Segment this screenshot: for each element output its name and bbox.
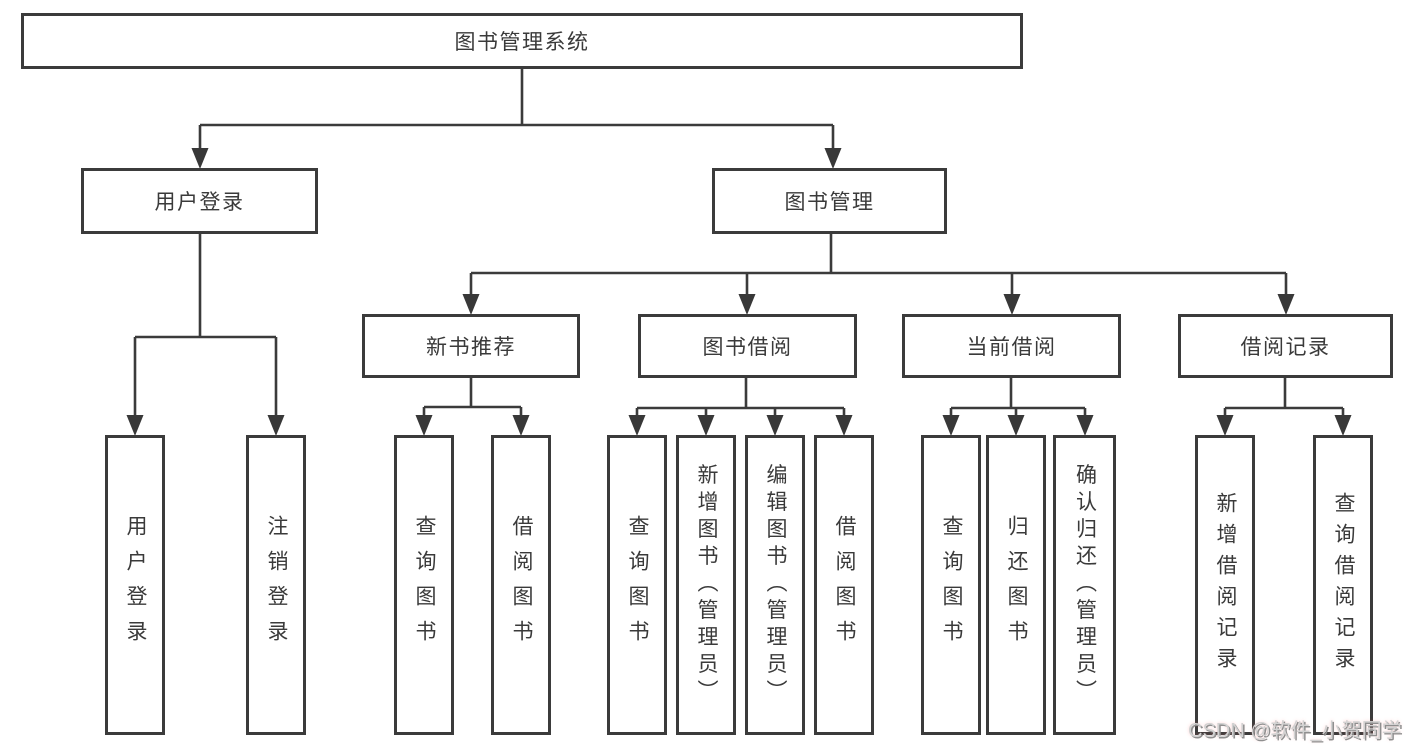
leaf-query-books-current: 查询图书 [921,435,981,735]
leaf-query-books-borrowing: 查询图书 [607,435,667,735]
node-new-book-recommend: 新书推荐 [362,314,580,378]
leaf-label: 归还图书 [1005,515,1028,655]
leaf-borrow-books-recommend: 借阅图书 [491,435,551,735]
leaf-label: 查询图书 [626,515,649,655]
leaf-user-login: 用户登录 [105,435,165,735]
leaf-label: 新增借阅记录 [1214,492,1237,678]
leaf-edit-books-admin: 编辑图书（管理员） [745,435,805,735]
leaf-query-books-recommend: 查询图书 [394,435,454,735]
leaf-label: 借阅图书 [510,515,533,655]
leaf-return-books: 归还图书 [986,435,1046,735]
node-borrow-records: 借阅记录 [1178,314,1393,378]
node-current-borrowing: 当前借阅 [902,314,1121,378]
node-user-login: 用户登录 [81,168,318,234]
node-book-borrowing: 图书借阅 [638,314,857,378]
node-library-management-system: 图书管理系统 [21,13,1023,69]
leaf-label: 查询借阅记录 [1332,492,1355,678]
leaf-label: 编辑图书（管理员） [764,463,787,707]
leaf-label: 借阅图书 [833,515,856,655]
leaf-confirm-return-admin: 确认归还（管理员） [1053,435,1116,735]
leaf-label: 查询图书 [940,515,963,655]
csdn-watermark: CSDN @软件_小贺同学 [1188,720,1402,742]
node-book-management: 图书管理 [712,168,947,234]
leaf-label: 查询图书 [413,515,436,655]
leaf-label: 新增图书（管理员） [695,463,718,707]
leaf-add-borrow-record: 新增借阅记录 [1195,435,1255,735]
leaf-label: 用户登录 [124,515,147,655]
leaf-query-borrow-record: 查询借阅记录 [1313,435,1373,735]
leaf-label: 确认归还（管理员） [1073,463,1097,707]
leaf-add-books-admin: 新增图书（管理员） [676,435,736,735]
leaf-label: 注销登录 [265,515,288,655]
leaf-logout: 注销登录 [246,435,306,735]
leaf-borrow-books: 借阅图书 [814,435,874,735]
